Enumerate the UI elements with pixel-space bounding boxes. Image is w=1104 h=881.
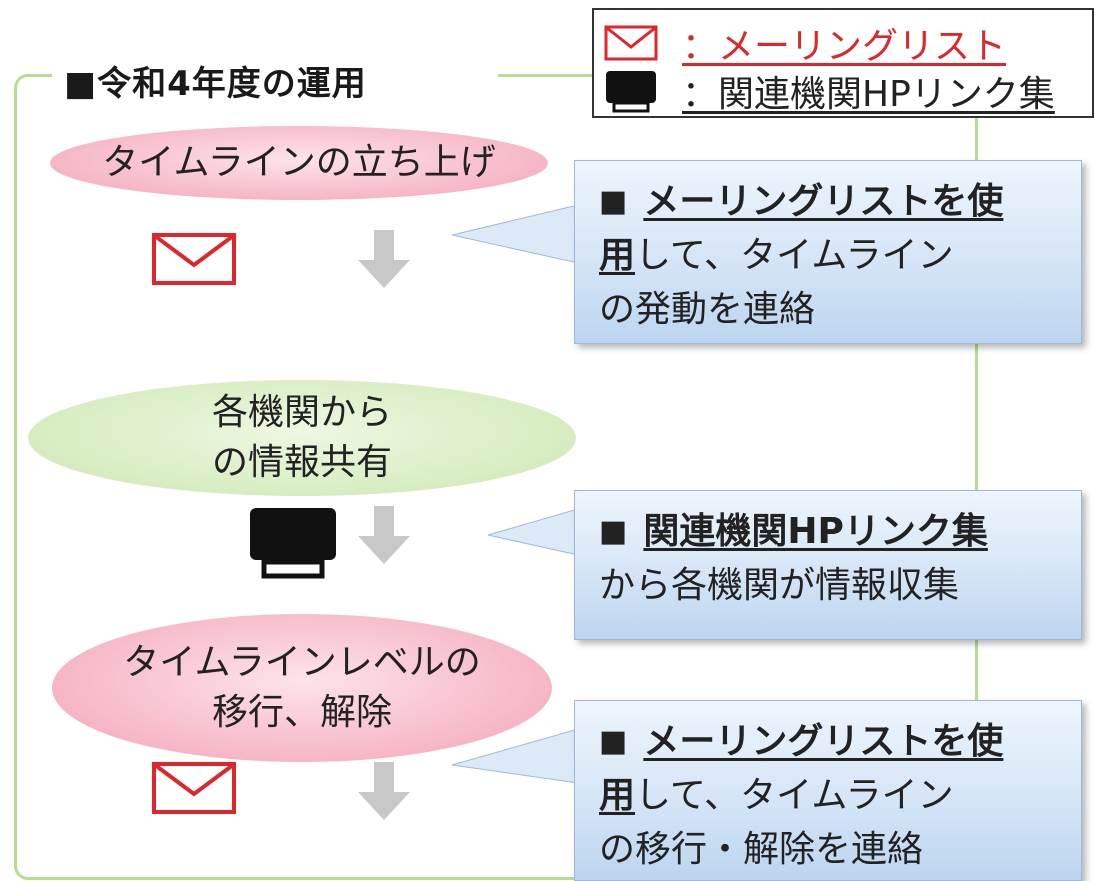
callout-text: の発動を連絡 <box>599 289 816 330</box>
callout-mailing-list-start: ■ メーリングリストを使 用して、タイムライン の発動を連絡 <box>574 160 1082 344</box>
step-label: 各機関から <box>211 392 392 433</box>
mail-icon <box>152 233 236 285</box>
mail-icon <box>604 25 658 61</box>
monitor-icon <box>250 508 336 579</box>
legend-row-monitor: ：関連機関HPリンク集 <box>604 68 1055 115</box>
callout-text: して、タイムライン <box>635 235 954 276</box>
callout-pointer <box>487 508 578 556</box>
callout-emphasis: 用 <box>599 235 636 276</box>
bullet-square: ■ <box>599 184 628 219</box>
legend-mail-label: ：メーリングリスト <box>682 26 1007 67</box>
callout-pointer <box>452 205 578 264</box>
legend-monitor-label: ：関連機関HPリンク集 <box>682 74 1055 115</box>
legend-row-mail: ：メーリングリスト <box>604 20 1007 67</box>
step-timeline-start: タイムラインの立ち上げ <box>50 126 548 200</box>
bullet-square: ■ <box>599 514 628 549</box>
step-label: の情報共有 <box>211 442 392 483</box>
frame-title-background <box>52 56 498 100</box>
legend-box: ：メーリングリスト ：関連機関HPリンク集 <box>592 8 1094 118</box>
step-information-sharing: 各機関から の情報共有 <box>28 380 576 496</box>
step-label: タイムラインの立ち上げ <box>102 142 496 183</box>
step-label: タイムラインレベルの <box>123 642 481 683</box>
callout-hp-links: ■ 関連機関HPリンク集 から各機関が情報収集 <box>574 490 1082 640</box>
mail-icon <box>152 762 236 814</box>
callout-emphasis: メーリングリストを使 <box>643 721 1004 762</box>
callout-text: から各機関が情報収集 <box>599 565 960 606</box>
callout-pointer <box>452 728 578 784</box>
frame-title: ■令和4年度の運用 <box>64 64 367 104</box>
callout-mailing-list-change: ■ メーリングリストを使 用して、タイムライン の移行・解除を連絡 <box>574 700 1082 881</box>
down-arrow-icon <box>358 762 410 820</box>
down-arrow-icon <box>358 506 410 564</box>
callout-text: して、タイムライン <box>635 775 954 816</box>
monitor-icon <box>606 71 656 113</box>
callout-emphasis: メーリングリストを使 <box>643 181 1004 222</box>
callout-emphasis: 用 <box>599 775 636 816</box>
step-label: 移行、解除 <box>211 692 392 733</box>
down-arrow-icon <box>358 230 410 288</box>
callout-text: の移行・解除を連絡 <box>599 829 924 870</box>
bullet-square: ■ <box>599 724 628 759</box>
step-timeline-level-change: タイムラインレベルの 移行、解除 <box>52 614 552 762</box>
callout-emphasis: 関連機関HPリンク集 <box>643 511 988 552</box>
